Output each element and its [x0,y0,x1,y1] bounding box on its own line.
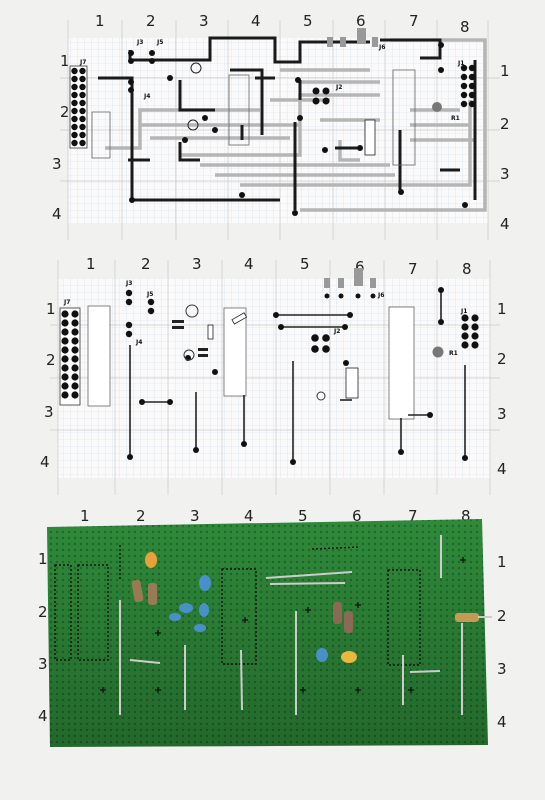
row-label: 3 [52,155,62,173]
col-label: 5 [300,255,310,273]
col-label: 1 [95,12,105,30]
j5-label: J5 [157,39,164,46]
col-label: 8 [460,18,470,36]
col-label: 4 [244,255,254,273]
col-label: 7 [409,12,419,30]
j4-label: J4 [144,93,151,100]
component-layout-panel: 1 2 3 4 5 6 7 8 1 2 3 4 1 2 3 4 [0,250,545,510]
green-board-photo [0,519,545,800]
traces-layout-drawing [60,20,500,240]
row-label: 4 [497,460,507,478]
col-label: 2 [146,12,156,30]
row-label: 3 [500,165,510,183]
row-label: 4 [38,707,48,725]
col-label: 1 [80,507,90,525]
col-label: 7 [408,507,418,525]
row-label: 2 [46,351,56,369]
col-label: 2 [136,507,146,525]
col-label: 4 [244,507,254,525]
row-label: 1 [500,62,510,80]
row-label: 1 [497,553,507,571]
row-label: 3 [44,403,54,421]
j1-label: J1 [461,308,468,315]
row-label: 3 [38,655,48,673]
col-label: 6 [355,258,365,276]
j7-label: J7 [64,299,71,306]
col-label: 1 [86,255,96,273]
row-label: 2 [500,115,510,133]
row-label: 1 [497,300,507,318]
col-label: 3 [190,507,200,525]
col-label: 6 [356,12,366,30]
col-label: 8 [462,260,472,278]
r1-label: R1 [451,115,460,122]
resistor-group [131,579,492,633]
col-label: 2 [141,255,151,273]
row-label: 1 [38,550,48,568]
col-label: 5 [303,12,313,30]
component-layout-drawing [50,260,500,495]
row-label: 4 [52,205,62,223]
col-label: 3 [192,255,202,273]
col-label: 4 [251,12,261,30]
row-label: 4 [500,215,510,233]
row-label: 2 [38,603,48,621]
j7-label: J7 [80,59,87,66]
j1-label: J1 [458,60,465,67]
row-label: 3 [497,660,507,678]
col-label: 6 [352,507,362,525]
j7-header [69,65,88,149]
col-label: 7 [408,260,418,278]
row-label: 1 [60,52,70,70]
col-label: 5 [298,507,308,525]
row-label: 1 [46,300,56,318]
r1-label: R1 [449,350,458,357]
j2-label: J2 [334,328,341,335]
row-label: 3 [497,405,507,423]
j3-label: J3 [137,39,144,46]
col-label: 8 [461,507,471,525]
row-label: 4 [497,713,507,731]
layout-with-traces-panel: 1 2 3 4 5 6 7 8 1 2 3 4 1 2 3 4 [0,0,545,250]
col-label: 3 [199,12,209,30]
j5-label: J5 [147,291,154,298]
row-label: 2 [497,607,507,625]
j3-label: J3 [126,280,133,287]
row-label: 2 [497,350,507,368]
j2-label: J2 [336,84,343,91]
j4-label: J4 [136,339,143,346]
assembled-board-panel: 1 2 3 4 5 6 7 8 1 2 3 4 5 6 7 8 1 2 3 4 … [0,505,545,800]
j6-label: J6 [378,292,385,299]
row-label: 2 [60,103,70,121]
row-label: 4 [40,453,50,471]
j6-label: J6 [379,44,386,51]
